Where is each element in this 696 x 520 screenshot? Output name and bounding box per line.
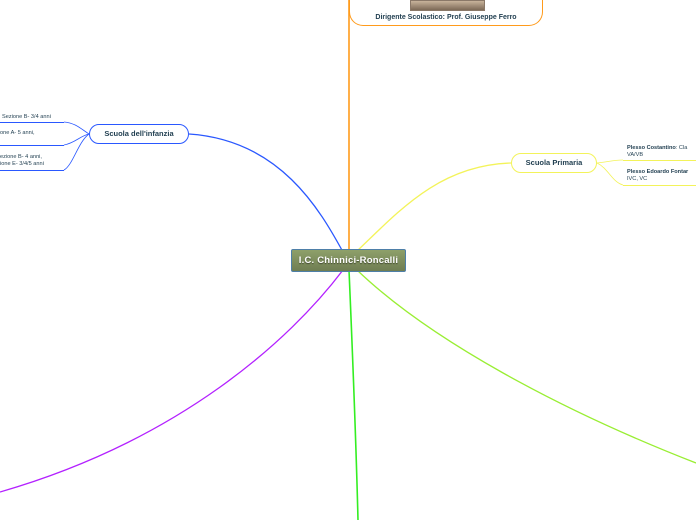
scuola-infanzia-node[interactable]: Scuola dell'infanzia [89, 124, 189, 144]
infanzia-leaf-1[interactable]: Sezione B- 3/4 anni [2, 114, 51, 121]
connector-purple-branch [0, 269, 344, 493]
connector-primaria-leaf-2 [596, 162, 624, 186]
connector-infanzia-leaf-3 [63, 133, 90, 171]
primaria-leaf-2-line2: IVC, VC [627, 175, 648, 182]
dirigente-label: Dirigente Scolastico: Prof. Giuseppe Fer… [375, 14, 517, 21]
connector-infanzia [188, 133, 344, 253]
primaria-leaf-2-underline [623, 185, 696, 186]
infanzia-leaf-2-underline [0, 145, 64, 146]
connector-green-branch [348, 269, 359, 520]
infanzia-leaf-2[interactable]: one A- 5 anni, [0, 130, 35, 137]
connector-infanzia-leaf-1 [63, 121, 90, 135]
primaria-leaf-1-rest: : Cla [675, 145, 688, 151]
primaria-leaf-2-title: Plesso Edoardo Fontar [627, 169, 689, 175]
primaria-leaf-1[interactable]: Plesso Costantino: Cla VA/VB [627, 145, 687, 158]
infanzia-leaf-3-line2: ione E- 3/4/5 anni [0, 160, 44, 167]
connector-lime-branch [356, 269, 696, 464]
primaria-leaf-2[interactable]: Plesso Edoardo Fontar IVC, VC [627, 169, 688, 182]
scuola-primaria-node[interactable]: Scuola Primaria [511, 153, 597, 173]
dirigente-photo [410, 0, 485, 11]
connector-primaria-leaf-1 [596, 159, 624, 164]
dirigente-node[interactable]: Dirigente Scolastico: Prof. Giuseppe Fer… [349, 0, 543, 26]
infanzia-leaf-3-line1: ezione B- 4 anni, [0, 154, 42, 160]
infanzia-leaf-1-underline [0, 122, 64, 123]
primaria-leaf-1-title: Plesso Costantino [627, 145, 676, 151]
infanzia-leaf-1-text: Sezione B- 3/4 anni [2, 114, 51, 120]
infanzia-leaf-2-text: one A- 5 anni, [0, 130, 35, 136]
root-node[interactable]: I.C. Chinnici-Roncalli [291, 249, 406, 272]
connector-infanzia-leaf-2 [63, 133, 90, 146]
connector-primaria [355, 162, 512, 253]
infanzia-leaf-3[interactable]: ezione B- 4 anni, ione E- 3/4/5 anni [0, 154, 44, 167]
primaria-leaf-1-line2: VA/VB [627, 151, 644, 158]
primaria-leaf-1-underline [623, 160, 696, 161]
infanzia-leaf-3-underline [0, 170, 64, 171]
